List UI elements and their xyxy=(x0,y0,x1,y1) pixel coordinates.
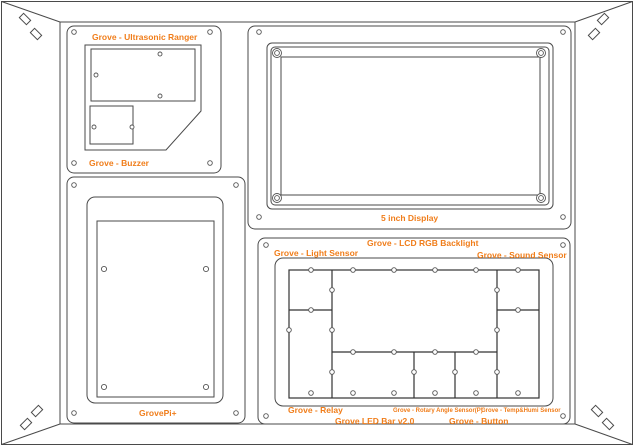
corner-slots xyxy=(18,12,615,431)
display-panel xyxy=(247,25,572,230)
label-led-bar: Grove LED Bar v2.0 xyxy=(335,416,415,426)
label-sound-sensor: Grove - Sound Sensor xyxy=(477,250,567,260)
label-grovepi: GrovePi+ xyxy=(139,408,177,418)
grovepi-panel xyxy=(66,176,246,424)
label-ultrasonic: Grove - Ultrasonic Ranger xyxy=(92,32,198,42)
label-relay: Grove - Relay xyxy=(288,405,343,415)
label-display: 5 inch Display xyxy=(381,213,438,223)
sensors-panel xyxy=(257,237,571,425)
label-rotary: Grove - Rotary Angle Sensor(P) xyxy=(393,408,483,414)
label-temp-humi: Grove - Temp&Humi Sensor xyxy=(481,408,561,414)
label-light-sensor: Grove - Light Sensor xyxy=(274,248,359,258)
label-button: Grove - Button xyxy=(449,416,509,426)
label-lcd: Grove - LCD RGB Backlight xyxy=(367,238,479,248)
inner-board-outline xyxy=(59,21,576,425)
ultrasonic-buzzer-panel xyxy=(66,25,222,174)
label-buzzer: Grove - Buzzer xyxy=(89,158,150,168)
